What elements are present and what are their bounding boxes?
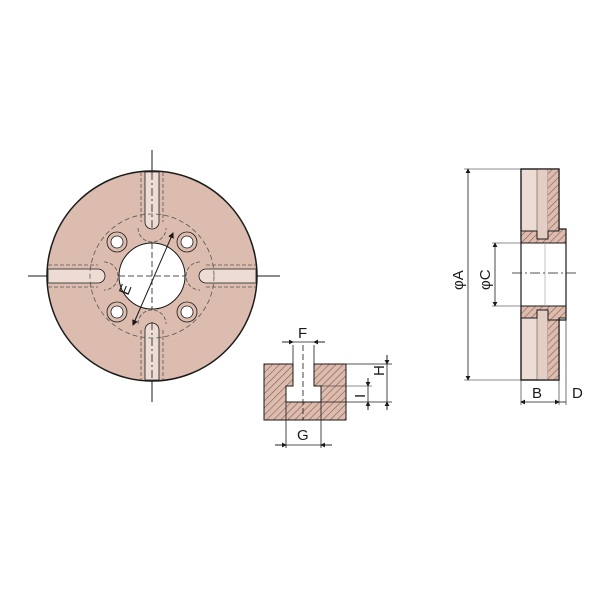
side-section-view: φA φC B D [450,168,583,405]
dimension-e-line [132,232,174,326]
label-g: G [297,427,309,444]
label-i: I [352,394,369,398]
front-view: E [28,150,280,402]
label-f: F [298,325,307,342]
label-phi-c: φC [477,269,494,290]
slot-section-body [263,363,347,421]
slot-right [198,268,257,284]
bolt-circle [89,213,215,339]
slot-section-view: F G H I [263,325,392,448]
bolt-holes [106,231,198,323]
label-b: B [532,385,542,402]
label-d: D [572,385,583,402]
label-h: H [371,365,388,376]
label-phi-a: φA [450,270,467,290]
slot-left [47,268,106,284]
